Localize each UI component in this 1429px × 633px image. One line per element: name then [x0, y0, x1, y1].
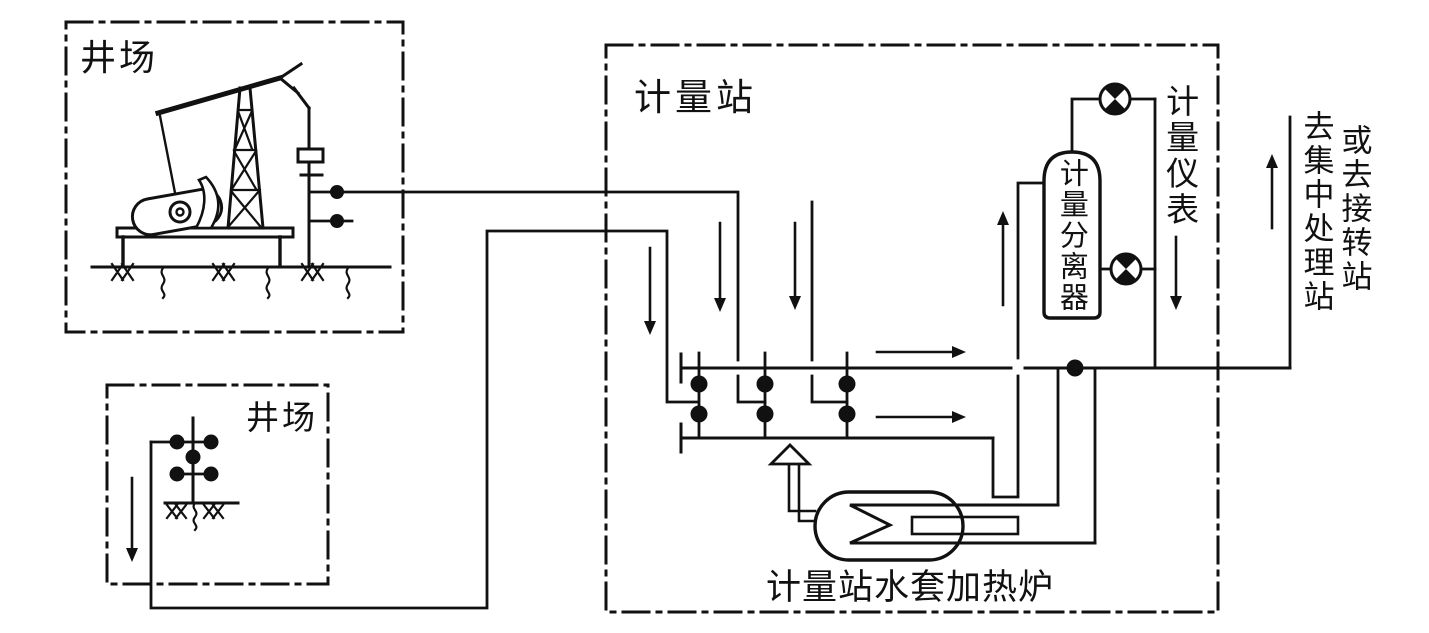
flue-pipe: [787, 462, 817, 523]
heater-piping: [1056, 366, 1097, 545]
ground-hatch: [165, 501, 225, 532]
destination-label-line2: 或去接转站: [1335, 124, 1372, 294]
well-site-1-boundary: [64, 20, 405, 334]
well-site-2-label: 井场: [246, 398, 318, 437]
manifold: [679, 351, 1292, 454]
flowline-from-other-wells: [810, 200, 849, 404]
valve-dot: [756, 375, 774, 393]
flowline-from-well-1: [307, 190, 767, 404]
ground-hatch: [110, 262, 351, 300]
flue-arrow-icon: [767, 443, 813, 466]
boundary-boxes: [64, 20, 1220, 614]
well-site-1-label: 井场: [80, 38, 159, 79]
fire-tube: [910, 515, 1020, 536]
heater-label: 计量站水套加热炉: [766, 568, 1055, 608]
outgoing-pipeline: [1266, 115, 1292, 370]
heater-coil: [849, 503, 1097, 545]
destination-label-line1: 去集中处理站: [1297, 110, 1334, 314]
junction-dot: [1066, 359, 1084, 377]
manifold-branches: [697, 351, 849, 440]
heater-vessel: [767, 443, 1097, 562]
metering-station-boundary: [604, 43, 1220, 614]
flow-arrow-right: [875, 346, 966, 423]
separator-vessel: [1042, 97, 1157, 320]
separator-label: 计量分离器: [1055, 158, 1090, 313]
valve-dot: [838, 405, 856, 423]
meter-return-pipe: [1153, 97, 1182, 370]
metering-station-label: 计量站: [634, 76, 757, 119]
separator-feed-pipe: [991, 181, 1046, 499]
wellhead-1-icon: [296, 106, 354, 269]
valve-dot: [690, 375, 708, 393]
wellhead-2-icon: [149, 416, 240, 532]
gas-meter-icon: [1098, 82, 1132, 116]
well-site-2-boundary: [105, 383, 330, 586]
valve-dot: [756, 405, 774, 423]
instruments-label: 计量仪表: [1160, 84, 1200, 228]
flowline-from-well-2: [149, 229, 700, 610]
oil-meter-icon: [1109, 252, 1143, 286]
valve-dot: [690, 405, 708, 423]
flow-arrow-down: [126, 221, 801, 562]
pumpjack-icon: [90, 61, 392, 300]
valve-dot: [838, 375, 856, 393]
